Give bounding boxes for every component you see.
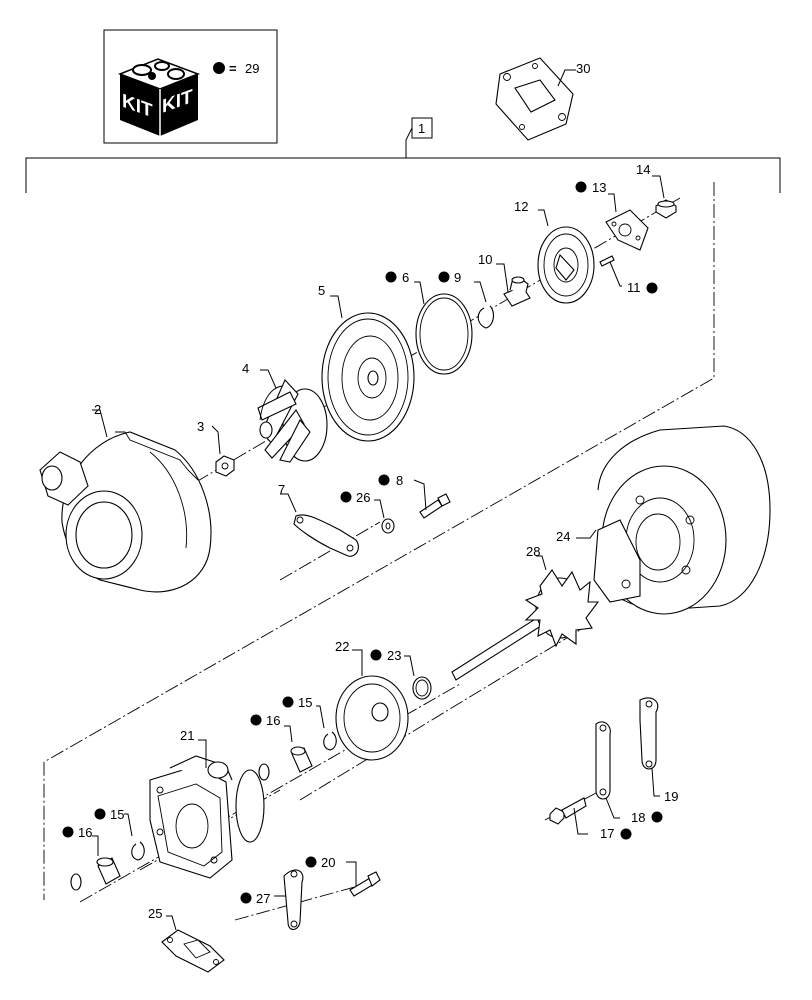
callout-11: 11 xyxy=(627,280,641,295)
callout-dot-13 xyxy=(575,181,587,193)
o-ring-6 xyxy=(414,281,473,375)
callout-12: 12 xyxy=(514,199,528,214)
compressor-housing-2 xyxy=(39,409,212,593)
callout-7: 7 xyxy=(278,482,285,497)
bracket-18 xyxy=(595,721,620,819)
callout-10: 10 xyxy=(478,252,492,267)
callout-22: 22 xyxy=(335,639,349,654)
callout-21: 21 xyxy=(180,728,194,743)
turbine-shaft-28 xyxy=(451,555,600,681)
callout-dot-6 xyxy=(385,271,397,283)
callout-dot-16-lower xyxy=(62,826,74,838)
callout-17: 17 xyxy=(600,826,614,841)
callout-dot-26 xyxy=(340,491,352,503)
callout-25: 25 xyxy=(148,906,162,921)
bracket-7 xyxy=(280,493,359,557)
bushing-16-upper xyxy=(284,725,313,773)
screw-11 xyxy=(599,255,622,287)
callout-dot-18 xyxy=(651,811,663,823)
callout-23: 23 xyxy=(387,648,401,663)
backplate-5 xyxy=(321,295,415,442)
center-housing-21 xyxy=(149,739,265,879)
kit-legend-value: 29 xyxy=(245,61,259,76)
callout-dot-20 xyxy=(305,856,317,868)
bolt-17 xyxy=(549,797,588,835)
callout-19: 19 xyxy=(664,789,678,804)
bracket-19 xyxy=(639,697,660,797)
callout-13: 13 xyxy=(592,180,606,195)
flange-plate-13 xyxy=(605,193,649,251)
callout-2: 2 xyxy=(94,402,101,417)
callout-dot-27 xyxy=(240,892,252,904)
callout-20: 20 xyxy=(321,855,335,870)
callout-dot-17 xyxy=(620,828,632,840)
assembly-label: 1 xyxy=(418,121,425,136)
compressor-wheel-4 xyxy=(257,369,328,463)
bushing-16-lower xyxy=(92,835,121,885)
ring-23 xyxy=(404,655,432,700)
kit-box-icon: KIT KIT xyxy=(117,58,201,136)
snap-ring-15-lower xyxy=(124,813,145,861)
sleeve-10 xyxy=(496,263,531,307)
bracket-27 xyxy=(274,869,304,931)
kit-legend-equals: = xyxy=(229,61,237,76)
snap-ring-9 xyxy=(474,281,495,329)
spring-clip-lower xyxy=(70,873,82,891)
nut-3 xyxy=(211,425,235,477)
callout-4: 4 xyxy=(242,361,249,376)
callout-dot-15-upper xyxy=(282,696,294,708)
assembly-bracket: 1 xyxy=(25,117,781,193)
callout-16-upper: 16 xyxy=(266,713,280,728)
callout-30: 30 xyxy=(576,61,590,76)
callout-dot-16-upper xyxy=(250,714,262,726)
washer-26 xyxy=(374,499,395,534)
plug-14 xyxy=(652,175,677,219)
callout-dot-8 xyxy=(378,474,390,486)
kit-legend: KIT KIT = 29 xyxy=(103,29,278,144)
callout-3: 3 xyxy=(197,419,204,434)
callout-24: 24 xyxy=(556,529,570,544)
turbine-housing-24 xyxy=(576,425,771,615)
callout-18: 18 xyxy=(631,810,645,825)
callout-5: 5 xyxy=(318,283,325,298)
bolt-8 xyxy=(413,479,451,519)
snap-ring-15-upper xyxy=(316,705,337,751)
callout-dot-9 xyxy=(438,271,450,283)
bolt-20 xyxy=(346,861,381,897)
kit-legend-dot xyxy=(213,62,225,74)
cover-12 xyxy=(537,209,595,304)
callout-14: 14 xyxy=(636,162,650,177)
callout-labels: 2 3 4 5 6 7 8 9 10 11 12 13 14 15 15 16 … xyxy=(62,61,678,921)
callout-dot-11 xyxy=(646,282,658,294)
callout-9: 9 xyxy=(454,270,461,285)
callout-15-lower: 15 xyxy=(110,807,124,822)
callout-15-upper: 15 xyxy=(298,695,312,710)
gasket-30 xyxy=(495,57,576,141)
callout-8: 8 xyxy=(396,473,403,488)
callout-6: 6 xyxy=(402,270,409,285)
callout-dot-15-lower xyxy=(94,808,106,820)
heat-shield-22 xyxy=(335,649,409,761)
callout-27: 27 xyxy=(256,891,270,906)
callout-28: 28 xyxy=(526,544,540,559)
spring-clip-upper xyxy=(258,763,270,781)
callout-26: 26 xyxy=(356,490,370,505)
callout-16-lower: 16 xyxy=(78,825,92,840)
gasket-25 xyxy=(161,915,225,973)
callout-dot-23 xyxy=(370,649,382,661)
